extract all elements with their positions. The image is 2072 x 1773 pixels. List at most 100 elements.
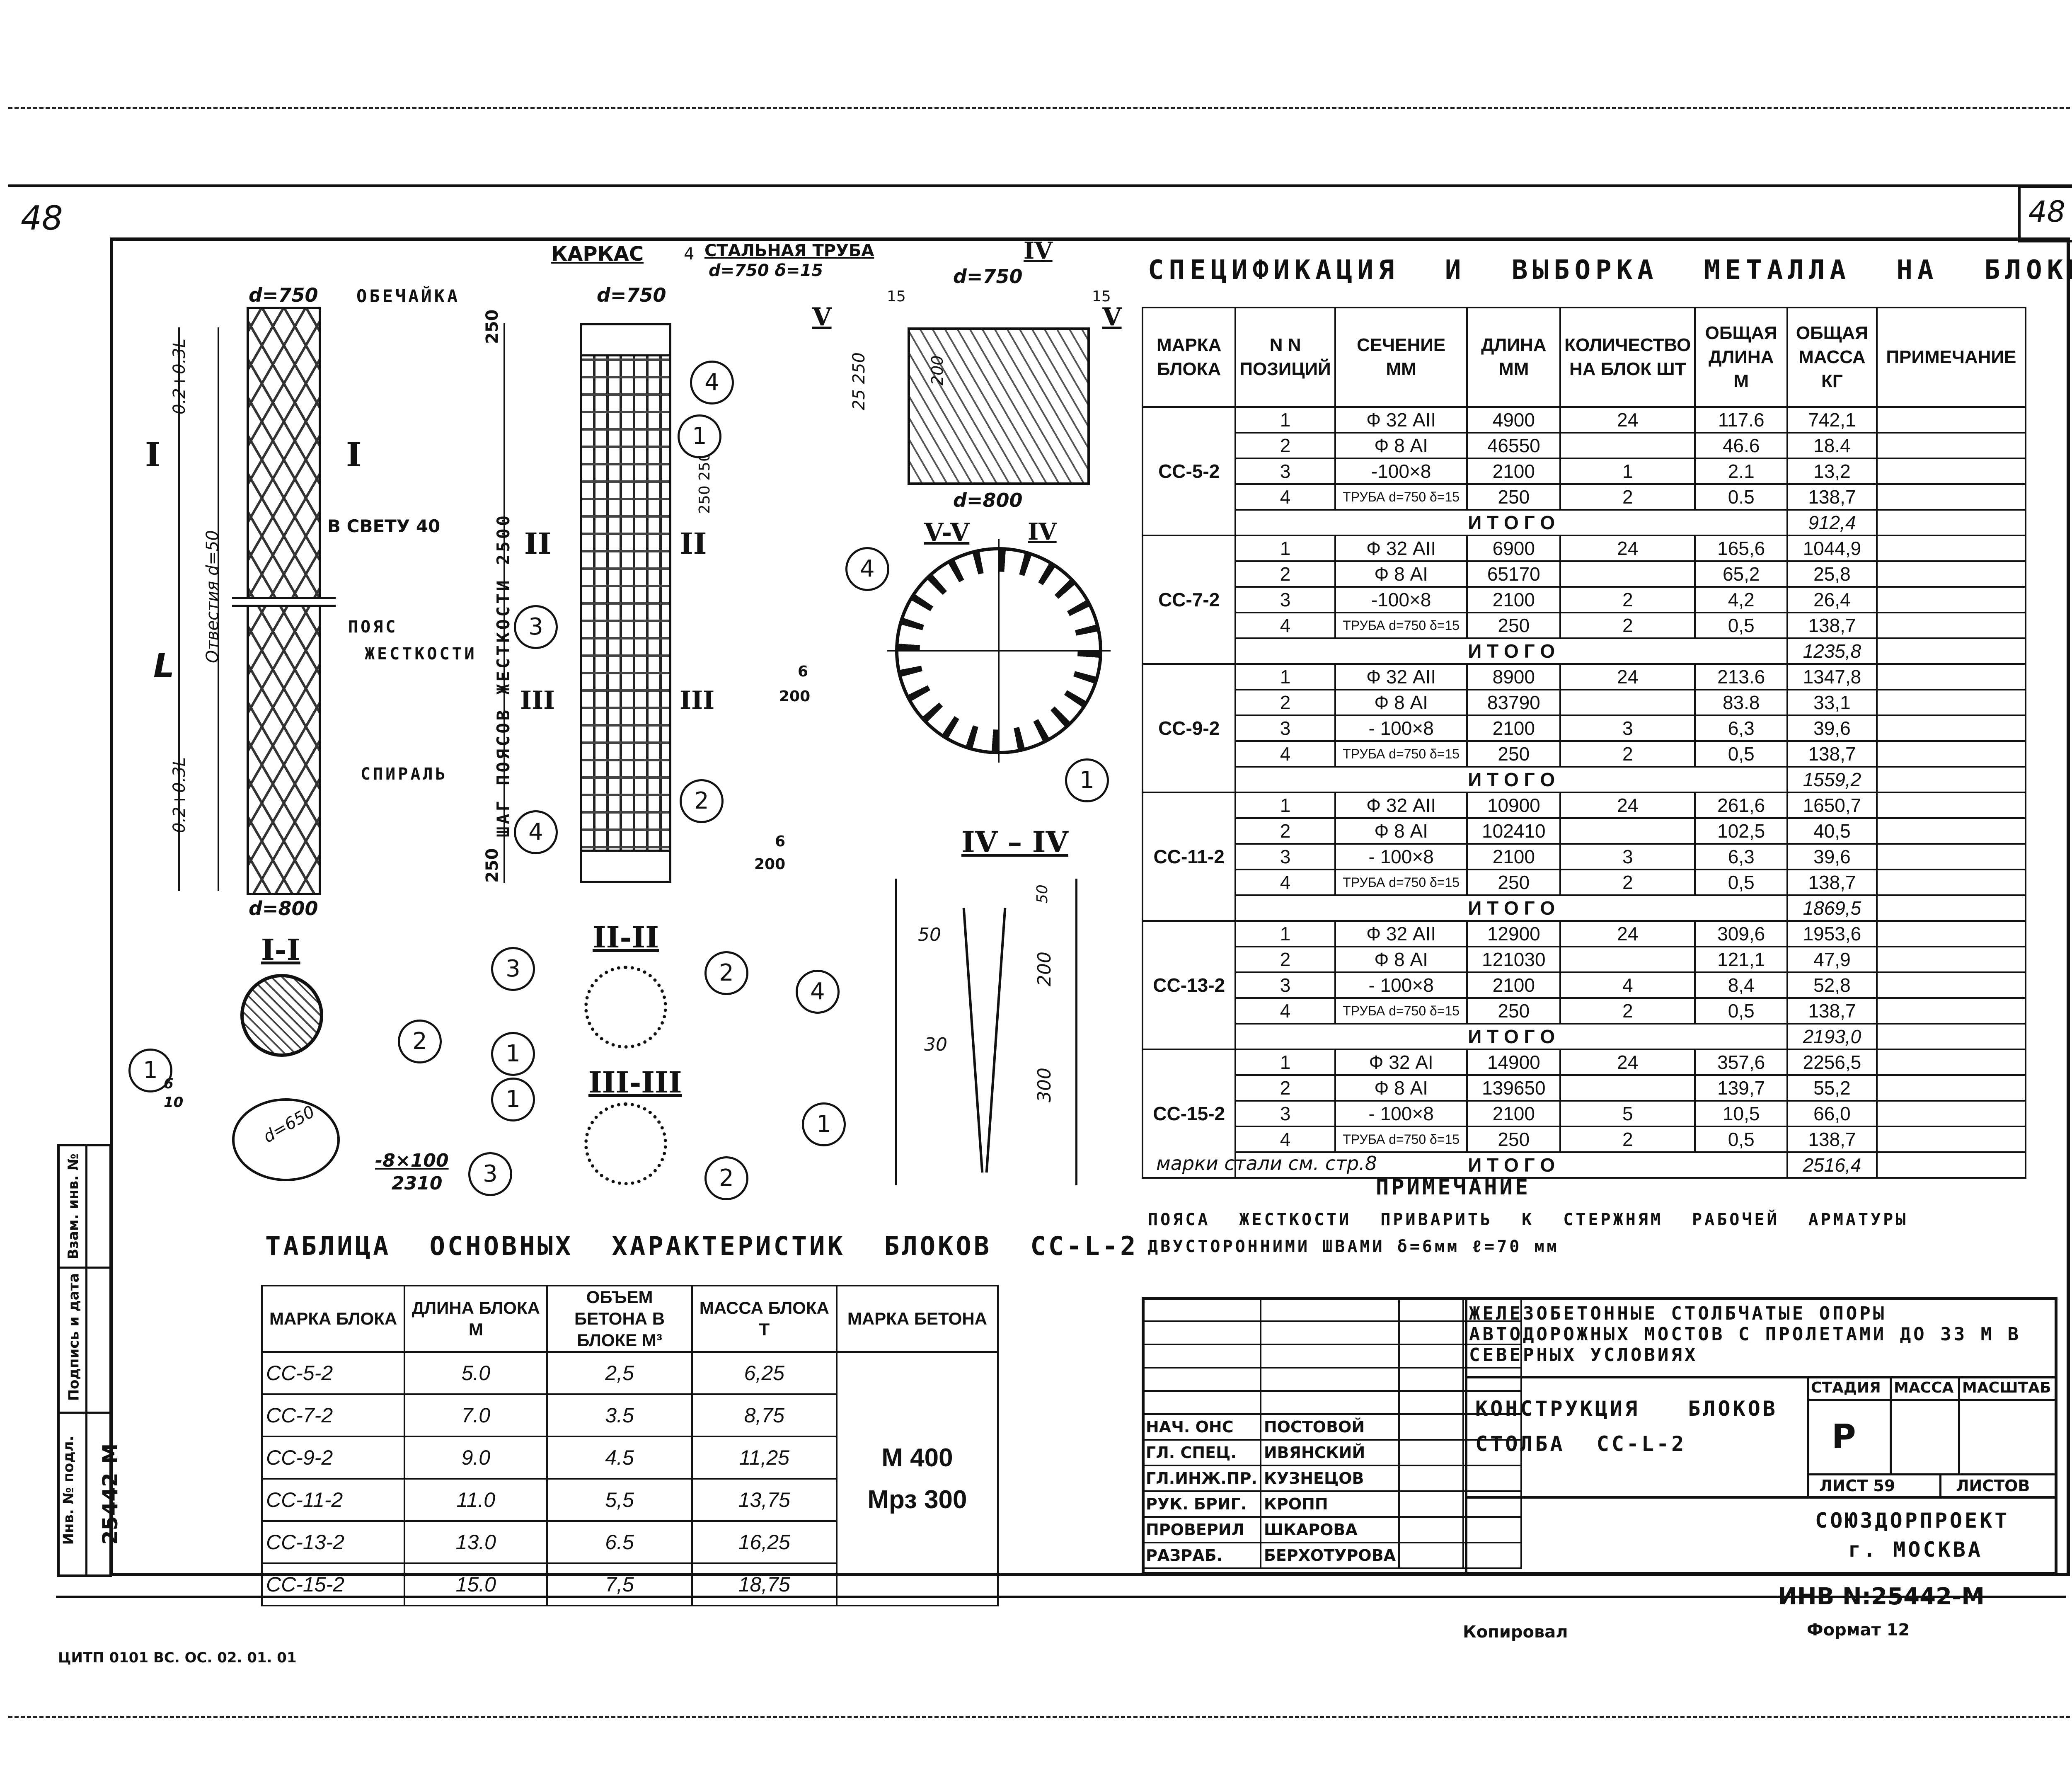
spec-cell: 2100 xyxy=(1466,715,1561,742)
spec-cell: Ф 32 АII xyxy=(1334,406,1468,434)
spec-cell: Ф 32 АII xyxy=(1334,920,1468,947)
spec-note-cell xyxy=(1876,663,2027,690)
side-sign-label: Подпись и дата xyxy=(65,1273,82,1401)
spec-cell: 6,3 xyxy=(1694,715,1789,742)
spec-head-length: ДЛИНА ММ xyxy=(1466,307,1561,408)
spec-mark: СС-5-2 xyxy=(1141,406,1237,536)
spec-cell: - 100×8 xyxy=(1334,715,1468,742)
callout-2-II: 2 xyxy=(704,951,748,995)
spec-cell: 3 xyxy=(1234,715,1336,742)
stamp-stage-label: СТАДИЯ xyxy=(1811,1379,1881,1396)
stamp-person-row: РАЗРАБ.БЕРХОТУРОВА xyxy=(1142,1542,1522,1569)
label-300: 300 xyxy=(1034,1068,1055,1102)
section-mark-III-right: III xyxy=(680,686,715,715)
spec-cell: ТРУБА d=750 δ=15 xyxy=(1334,740,1468,768)
main-cell: 3.5 xyxy=(546,1393,693,1437)
spec-cell: 46.6 xyxy=(1694,432,1789,459)
spec-cell: 213.6 xyxy=(1694,663,1789,690)
label-50-top: 50 xyxy=(1034,884,1051,903)
spec-cell: 4 xyxy=(1234,612,1336,639)
label-len-top: 0.2+0.3L xyxy=(170,338,189,414)
spec-cell: -100×8 xyxy=(1334,458,1468,485)
spec-cell: 1 xyxy=(1234,920,1336,947)
spec-cell: 25,8 xyxy=(1786,560,1878,588)
side-vzam-label: Взам. инв. № xyxy=(65,1153,82,1260)
side-inv-label: Инв. № подл. xyxy=(60,1436,77,1545)
spec-total-value: 2193,0 xyxy=(1786,1023,1878,1050)
spec-head-pos: N N ПОЗИЦИЙ xyxy=(1234,307,1336,408)
stamp-cell xyxy=(1142,1320,1261,1345)
spec-head-mark: МАРКА БЛОКА xyxy=(1141,307,1237,408)
stamp-cell xyxy=(1398,1344,1464,1369)
stamp-project: ЖЕЛЕЗОБЕТОННЫЕ СТОЛБЧАТЫЕ ОПОРЫ АВТОДОРО… xyxy=(1469,1303,2021,1366)
outer-frame-bottom xyxy=(56,1596,2066,1598)
callout-4-iv: 4 xyxy=(796,970,840,1014)
stamp-h2 xyxy=(1465,1496,2057,1499)
spec-head-total-length: ОБЩАЯ ДЛИНА М xyxy=(1694,307,1789,408)
spec-note-cell xyxy=(1876,1049,2027,1076)
main-cell: 6,25 xyxy=(691,1351,838,1395)
label-d800-b: d=800 xyxy=(953,489,1023,511)
spec-head-note: ПРИМЕЧАНИЕ xyxy=(1876,307,2027,408)
main-cell: СС-11-2 xyxy=(261,1478,406,1522)
stamp-signature xyxy=(1398,1465,1464,1492)
main-cell: 15.0 xyxy=(404,1562,548,1606)
note-line2: ДВУСТОРОННИМИ ШВАМИ δ=6мм ℓ=70 мм xyxy=(1148,1237,1559,1256)
callout-1-III: 1 xyxy=(491,1078,535,1121)
spec-total-value: 1869,5 xyxy=(1786,894,1878,922)
spec-note-cell xyxy=(1876,843,2027,870)
spec-total-label: И Т О Г О xyxy=(1234,894,1789,922)
spec-cell: 4 xyxy=(1559,971,1696,999)
label-otvestiya: Отвестия d=50 xyxy=(203,530,222,663)
spec-cell: 3 xyxy=(1559,843,1696,870)
spec-cell: 138,7 xyxy=(1786,483,1878,511)
spec-note-cell xyxy=(1876,997,2027,1025)
spec-total-label: И Т О Г О xyxy=(1234,766,1789,793)
spec-cell: Ф 8 АI xyxy=(1334,432,1468,459)
spec-cell: 250 xyxy=(1466,997,1561,1025)
spec-mark: СС-7-2 xyxy=(1141,535,1237,665)
callout-1-karkas: 1 xyxy=(678,414,721,458)
spec-cell: 65,2 xyxy=(1694,560,1789,588)
spec-head-section: СЕЧЕНИЕ ММ xyxy=(1334,307,1468,408)
spec-cell: 0,5 xyxy=(1694,997,1789,1025)
spec-title: СПЕЦИФИКАЦИЯ И ВЫБОРКА МЕТАЛЛА НА БЛОКИ xyxy=(1148,255,2072,286)
section-mark-I-left: I xyxy=(145,435,161,474)
main-cell: 2,5 xyxy=(546,1351,693,1395)
callout-3-II: 3 xyxy=(491,947,535,991)
stamp-person: КУЗНЕЦОВ xyxy=(1259,1465,1400,1492)
stamp-person: БЕРХОТУРОВА xyxy=(1259,1542,1400,1569)
spec-cell: 8,4 xyxy=(1694,971,1789,999)
stamp-org-1: СОЮЗДОРПРОЕКТ xyxy=(1815,1509,2010,1533)
spec-cell: 1 xyxy=(1234,535,1336,562)
spec-cell: 24 xyxy=(1559,920,1696,947)
callout-1-II: 1 xyxy=(491,1032,535,1076)
spec-cell: 2100 xyxy=(1466,843,1561,870)
spec-mark: СС-9-2 xyxy=(1141,663,1237,793)
stamp-signature xyxy=(1398,1490,1464,1518)
spec-cell: -100×8 xyxy=(1334,586,1468,613)
page-number-box xyxy=(2018,186,2072,242)
spec-cell: 121030 xyxy=(1466,946,1561,973)
rib-ring xyxy=(232,1098,340,1181)
spec-note-cell xyxy=(1876,792,2027,819)
main-cell: СС-5-2 xyxy=(261,1351,406,1395)
label-weld-200b: 200 xyxy=(754,856,786,873)
spec-note-cell xyxy=(1876,406,2027,434)
callout-1-ring: 1 xyxy=(1065,758,1109,802)
spec-cell: 1347,8 xyxy=(1786,663,1878,690)
spec-note-cell xyxy=(1876,946,2027,973)
spec-cell: 250 xyxy=(1466,483,1561,511)
spec-note-cell xyxy=(1876,1151,2027,1179)
